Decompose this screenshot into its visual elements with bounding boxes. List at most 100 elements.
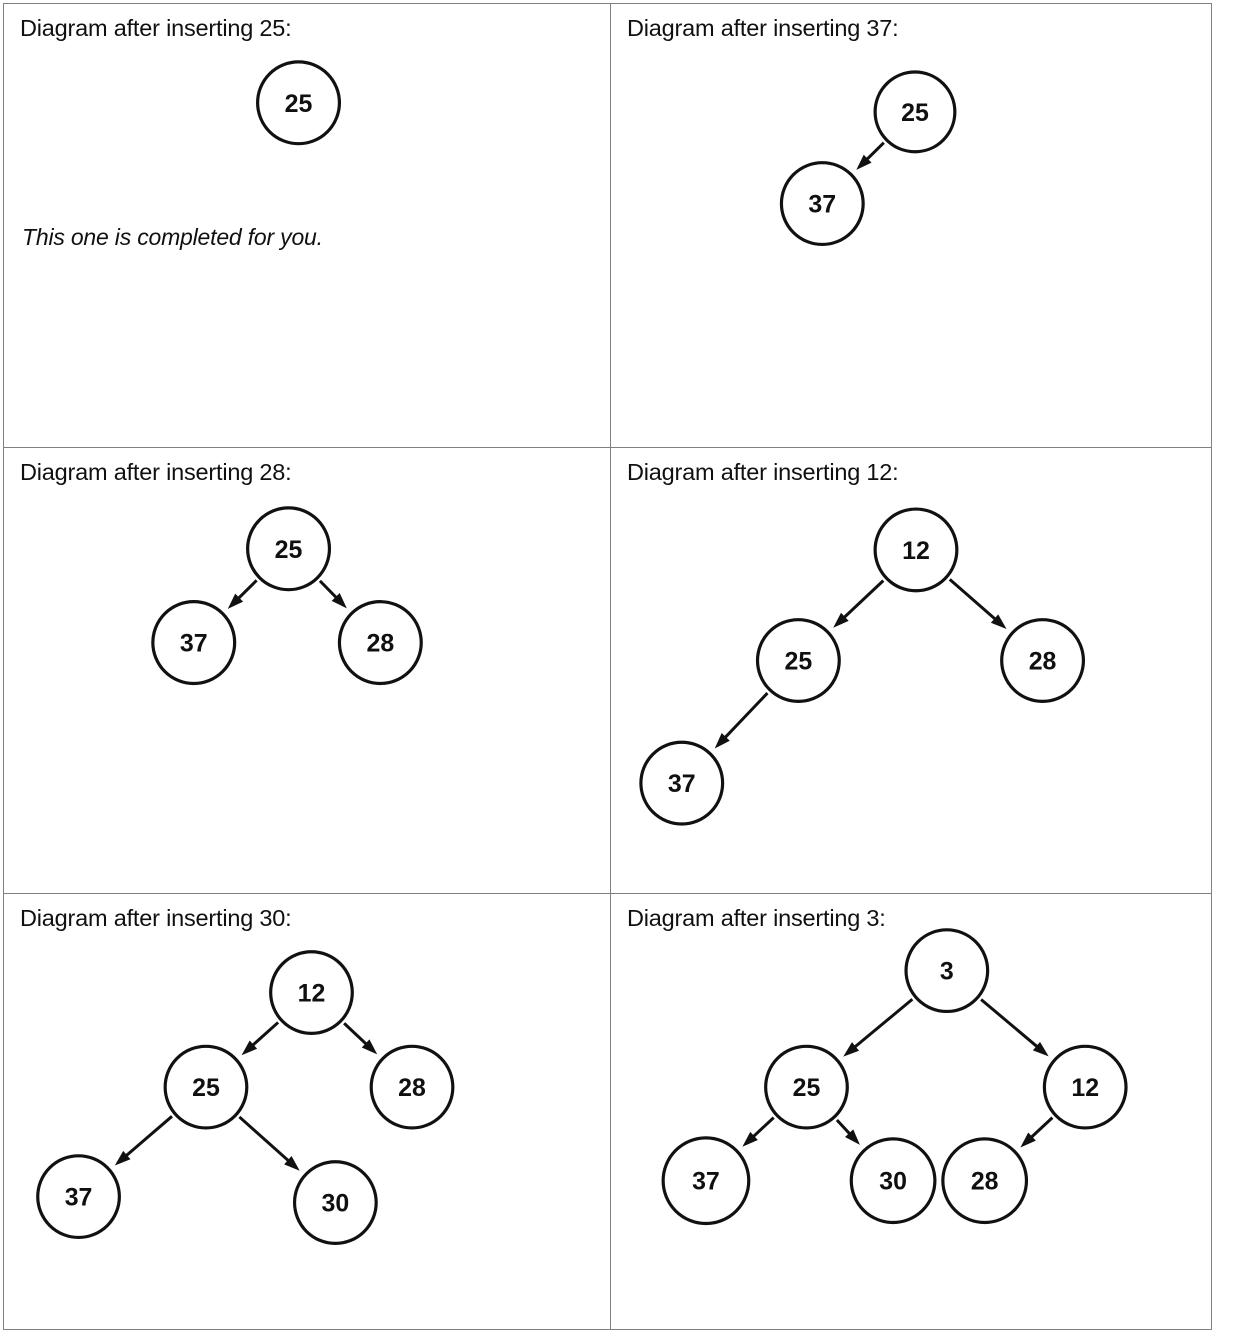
node-circle: [873, 70, 957, 154]
arrowhead-icon: [241, 1040, 258, 1056]
cell-insert-12: Diagram after inserting 12: 12 25 28 37: [611, 448, 1211, 894]
node-circle: [269, 950, 354, 1035]
tree-node: 37: [779, 161, 865, 247]
node-label: 28: [1029, 648, 1057, 676]
tree-canvas-insert-3: 3 25 12 37 30 28: [661, 928, 1128, 1226]
node-circle: [849, 1137, 937, 1225]
arrowhead-icon: [227, 593, 244, 609]
cell-title: Diagram after inserting 12:: [627, 459, 899, 485]
tree-node: 37: [36, 1154, 121, 1240]
node-circle: [941, 1137, 1029, 1225]
node-label: 37: [65, 1184, 93, 1212]
cell-note: This one is completed for you.: [22, 224, 323, 250]
node-label: 37: [692, 1168, 720, 1196]
cell-insert-3: Diagram after inserting 3: 3 25 12 37 30 28: [611, 894, 1211, 1329]
node-circle: [904, 928, 990, 1014]
tree-node: 30: [292, 1160, 378, 1245]
node-circle: [1000, 618, 1086, 703]
tree-node: 28: [337, 600, 423, 686]
node-label: 37: [668, 770, 696, 798]
node-circle: [292, 1160, 378, 1245]
node-circle: [151, 600, 237, 686]
tree-node: 25: [163, 1044, 249, 1130]
tree-canvas-insert-12: 12 25 28 37: [639, 507, 1086, 826]
tree-node: 28: [369, 1044, 455, 1130]
tree-edge: [1020, 1116, 1054, 1148]
tree-canvas-insert-25: 25: [256, 60, 342, 146]
node-label: 30: [879, 1168, 907, 1196]
arrowhead-icon: [845, 1129, 860, 1145]
node-label: 3: [940, 958, 954, 986]
node-circle: [246, 506, 332, 592]
node-circle: [256, 60, 342, 146]
tree-edge: [343, 1022, 378, 1055]
tree-node: 37: [151, 600, 237, 686]
arrowhead-icon: [742, 1131, 758, 1147]
arrowhead-icon: [1032, 1041, 1049, 1057]
cell-insert-28: Diagram after inserting 28: 25 37 28: [4, 448, 611, 894]
tree-node: 25: [256, 60, 342, 146]
tree-canvas-insert-28: 25 37 28: [151, 506, 423, 686]
tree-node: 37: [661, 1136, 751, 1226]
cell-title: Diagram after inserting 37:: [627, 15, 899, 41]
arrowhead-icon: [833, 612, 849, 628]
arrowhead-icon: [361, 1039, 378, 1055]
tree-canvas-insert-37: 25 37: [779, 70, 957, 247]
tree-node: 12: [269, 950, 354, 1035]
cell-title: Diagram after inserting 28:: [20, 459, 292, 485]
node-label: 37: [180, 630, 208, 658]
node-label: 37: [808, 191, 836, 219]
tree-edge: [742, 1116, 775, 1147]
node-label: 25: [275, 536, 303, 564]
tree-edge: [318, 579, 347, 609]
node-circle: [163, 1044, 249, 1130]
node-label: 28: [971, 1168, 999, 1196]
node-label: 25: [901, 99, 929, 127]
node-circle: [764, 1044, 849, 1130]
node-label: 12: [1071, 1074, 1099, 1102]
tree-edge: [238, 1115, 300, 1171]
node-label: 25: [785, 648, 813, 676]
tree-edge: [227, 579, 258, 609]
tree-node: 30: [849, 1137, 937, 1225]
node-circle: [36, 1154, 121, 1240]
node-label: 25: [285, 90, 313, 118]
tree-edge: [714, 692, 769, 749]
cell-insert-25: Diagram after inserting 25: 25 This one …: [4, 4, 611, 448]
tree-node: 25: [246, 506, 332, 592]
node-label: 30: [322, 1190, 350, 1218]
node-label: 12: [298, 980, 326, 1008]
arrowhead-icon: [331, 593, 347, 609]
tree-node: 25: [755, 618, 841, 703]
tree-node: 37: [639, 740, 725, 826]
arrowhead-icon: [714, 733, 730, 749]
node-circle: [873, 507, 959, 593]
tree-edge: [948, 578, 1007, 630]
node-circle: [661, 1136, 751, 1226]
tree-node: 3: [904, 928, 990, 1014]
tree-edge: [114, 1115, 173, 1166]
tree-node: 12: [1042, 1044, 1128, 1130]
node-circle: [755, 618, 841, 703]
tree-node: 25: [764, 1044, 849, 1130]
tree-canvas-insert-30: 12 25 28 37 30: [36, 950, 455, 1245]
tree-edge: [833, 579, 885, 628]
arrowhead-icon: [114, 1150, 131, 1166]
tree-edge: [980, 998, 1049, 1057]
node-label: 25: [793, 1074, 821, 1102]
tree-node: 12: [873, 507, 959, 593]
node-circle: [369, 1044, 455, 1130]
node-label: 25: [192, 1074, 220, 1102]
node-circle: [337, 600, 423, 686]
node-label: 12: [902, 537, 930, 565]
tree-node: 28: [941, 1137, 1029, 1225]
diagram-table: Diagram after inserting 25: 25 This one …: [3, 3, 1212, 1330]
cell-title: Diagram after inserting 3:: [627, 905, 886, 931]
arrowhead-icon: [856, 154, 872, 170]
tree-node: 25: [873, 70, 957, 154]
node-circle: [639, 740, 725, 826]
arrowhead-icon: [284, 1156, 300, 1171]
tree-edge: [843, 998, 914, 1057]
node-label: 28: [398, 1074, 426, 1102]
